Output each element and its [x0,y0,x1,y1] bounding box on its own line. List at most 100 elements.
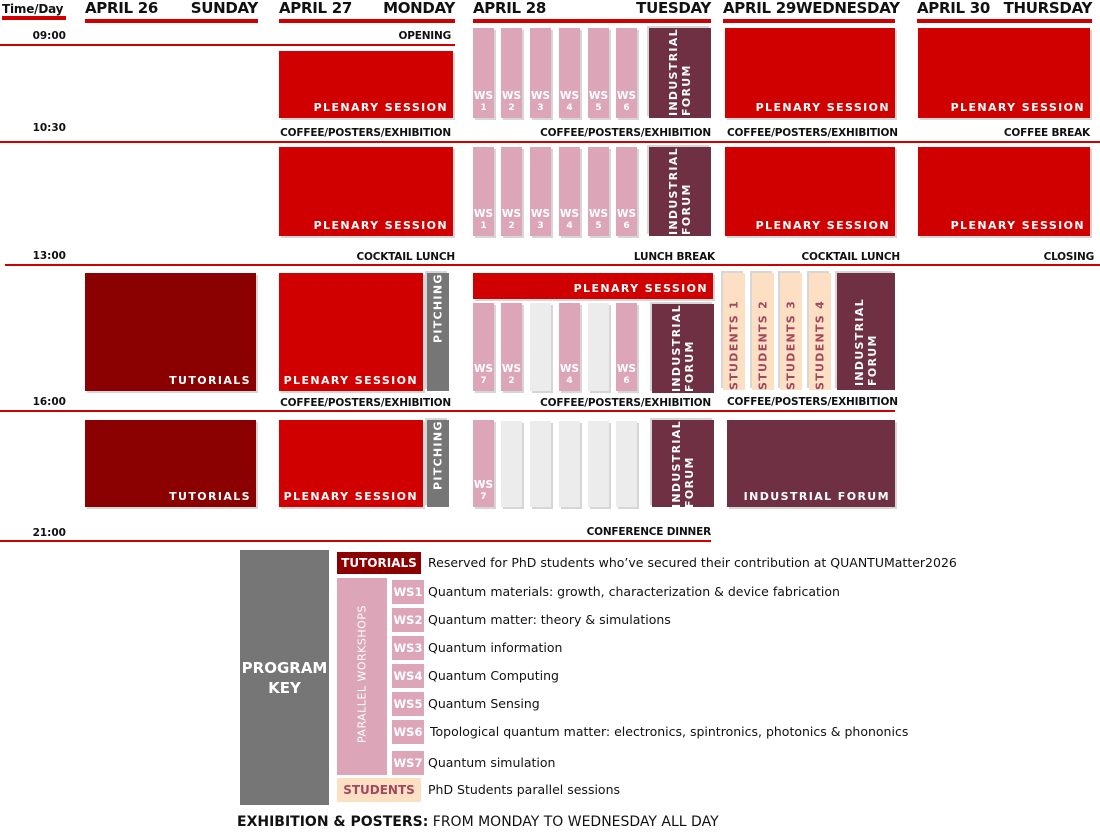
schedule-label: COFFEE/POSTERS/EXHIBITION [280,127,451,139]
workshop-code: WS [501,363,522,375]
time-label: 21:00 [32,527,66,539]
empty-slot [530,303,551,391]
schedule-label: COFFEE/POSTERS/EXHIBITION [727,396,898,408]
workshop-code: WS [501,208,522,220]
key-workshop-code: WS6 [392,720,424,744]
workshop-number: 3 [537,221,544,231]
empty-slot [588,421,609,507]
workshop-number: 1 [480,221,487,231]
workshop-code: WS [530,90,551,102]
schedule-label: COCKTAIL LUNCH [356,251,455,263]
time-label: 16:00 [32,396,66,408]
industrial-forum-block: INDUSTRIAL FORUM [837,273,895,390]
workshop-number: 2 [508,103,515,113]
empty-slot [588,303,609,391]
exhibition-posters-note: EXHIBITION & POSTERS: FROM MONDAY TO WED… [237,814,719,832]
key-workshop-desc: Quantum matter: theory & simulations [428,612,671,627]
time-line [0,410,895,412]
key-workshop-code: WS7 [392,751,424,775]
empty-slot [559,421,580,507]
workshop-number: 4 [566,376,573,386]
plenary-session-block: PLENARY SESSION [279,420,423,507]
day-weekday: MONDAY [383,0,455,17]
pitching-block: PITCHING [427,420,449,507]
students-block-3: STUDENTS 3 [780,273,802,390]
empty-slot [501,421,522,507]
day-date: APRIL 27 [279,0,352,17]
time-label: 09:00 [32,30,66,42]
day-underline [85,19,258,23]
plenary-session-block: PLENARY SESSION [473,273,713,299]
workshop-number: 4 [566,221,573,231]
day-underline [723,19,895,23]
workshop-number: 3 [537,103,544,113]
day-date: APRIL 28 [473,0,546,17]
industrial-forum-block: INDUSTRIAL FORUM [649,147,711,236]
industrial-forum-block: INDUSTRIAL FORUM [652,304,714,393]
time-day-header: Time/Day [2,2,64,16]
day-weekday: SUNDAY [190,0,259,17]
pitching-block: PITCHING [427,273,449,391]
schedule-label: COFFEE BREAK [1003,127,1090,139]
day-weekday: WEDNESDAY [796,0,900,17]
time-day-underline [2,16,66,20]
schedule-label: COCKTAIL LUNCH [801,251,900,263]
students-block-1: STUDENTS 1 [723,273,745,390]
workshop-number: 6 [623,221,630,231]
workshop-code: WS [473,208,494,220]
key-parallel-workshops: PARALLEL WORKSHOPS [337,578,387,775]
students-block-2: STUDENTS 2 [752,273,774,390]
industrial-forum-block: INDUSTRIAL FORUM [727,420,895,507]
day-header-2: APRIL 28 TUESDAY [473,0,711,19]
schedule-label: LUNCH BREAK [633,251,715,263]
schedule-label: CLOSING [1043,251,1095,263]
schedule-label: CONFERENCE DINNER [586,526,712,538]
program-key-box: PROGRAM KEY [240,550,329,805]
schedule-label: COFFEE/POSTERS/EXHIBITION [540,127,711,139]
exhibition-note-bold: EXHIBITION & POSTERS: [237,814,429,830]
workshop-code: WS [588,90,609,102]
tutorials-block: TUTORIALS [85,420,256,507]
workshop-number: 2 [508,376,515,386]
plenary-session-block: PLENARY SESSION [725,147,895,236]
key-workshop-desc: Quantum information [428,640,563,655]
schedule-label: COFFEE/POSTERS/EXHIBITION [280,397,451,409]
day-date: APRIL 29 [723,0,796,17]
workshop-code: WS [616,363,637,375]
workshop-code: WS [616,208,637,220]
workshop-number: 6 [623,103,630,113]
schedule-label: COFFEE/POSTERS/EXHIBITION [727,127,898,139]
key-students-desc: PhD Students parallel sessions [428,782,621,797]
empty-slot [616,421,637,507]
schedule-label: COFFEE/POSTERS/EXHIBITION [540,397,711,409]
time-label: 13:00 [32,250,66,262]
schedule-label: OPENING [398,30,452,42]
empty-slot [530,421,551,507]
exhibition-note-text: FROM MONDAY TO WEDNESDAY ALL DAY [428,814,719,830]
plenary-session-block: PLENARY SESSION [725,28,895,118]
time-line [5,264,1100,266]
day-underline [917,19,1092,23]
workshop-number: 2 [508,221,515,231]
plenary-session-block: PLENARY SESSION [279,147,453,236]
key-workshop-code: WS5 [392,692,424,716]
day-weekday: TUESDAY [636,0,711,17]
plenary-session-block: PLENARY SESSION [279,273,423,391]
key-students-swatch: STUDENTS [337,778,421,802]
workshop-code: WS [559,208,580,220]
